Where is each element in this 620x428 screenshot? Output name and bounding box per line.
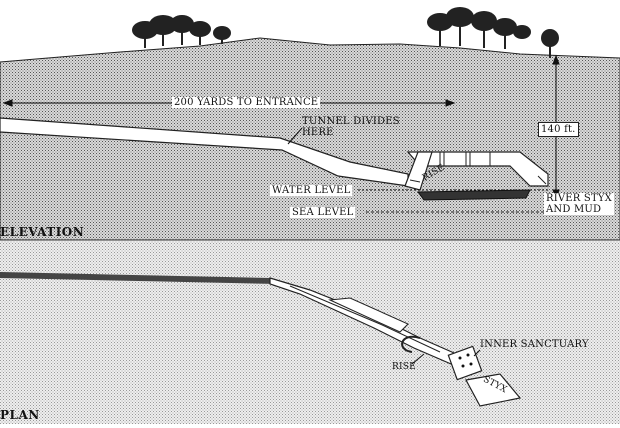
- inner-sanctuary: [447, 345, 483, 381]
- tunnel-divides-line2: HERE: [302, 127, 334, 138]
- plan-band: [0, 272, 280, 284]
- divides-leader: [287, 127, 303, 145]
- tunnel-divides-label: TUNNEL DIVIDES HERE: [302, 116, 400, 138]
- river-styx-line1: RIVER STYX: [544, 193, 614, 204]
- plan-tunnel-inner: [289, 285, 441, 353]
- plan-loop: [401, 335, 421, 353]
- plan-ground: [0, 241, 620, 424]
- river-styx-line2: AND MUD: [544, 204, 614, 215]
- plan-styx-channel: [465, 373, 522, 407]
- trees-left: [132, 15, 231, 48]
- inner-sanctuary-label: INNER SANCTUARY: [480, 339, 589, 350]
- tunnel-divides-line1: TUNNEL DIVIDES: [302, 116, 400, 127]
- rise-passage: [406, 151, 549, 187]
- elevation-title: ELEVATION: [0, 225, 85, 239]
- river-styx-label: RIVER STYX AND MUD: [544, 193, 614, 215]
- sanctuary-dots: [458, 353, 473, 368]
- plan-rise-leader: [411, 353, 425, 365]
- height-label: 140 ft.: [538, 122, 579, 137]
- sea-level-label: SEA LEVEL: [290, 207, 356, 218]
- river-styx-mud: [417, 189, 531, 201]
- plan-title: PLAN: [0, 408, 40, 422]
- distance-label: 200 YARDS TO ENTRANCE: [172, 97, 321, 108]
- tunnel-bands: [409, 152, 547, 185]
- water-level-label: WATER LEVEL: [270, 185, 353, 196]
- plan-side-passage: [328, 297, 409, 333]
- rise-label-plan: RISE: [392, 362, 416, 372]
- plan-sanctuary-leader: [473, 349, 481, 357]
- trees-right: [427, 7, 559, 58]
